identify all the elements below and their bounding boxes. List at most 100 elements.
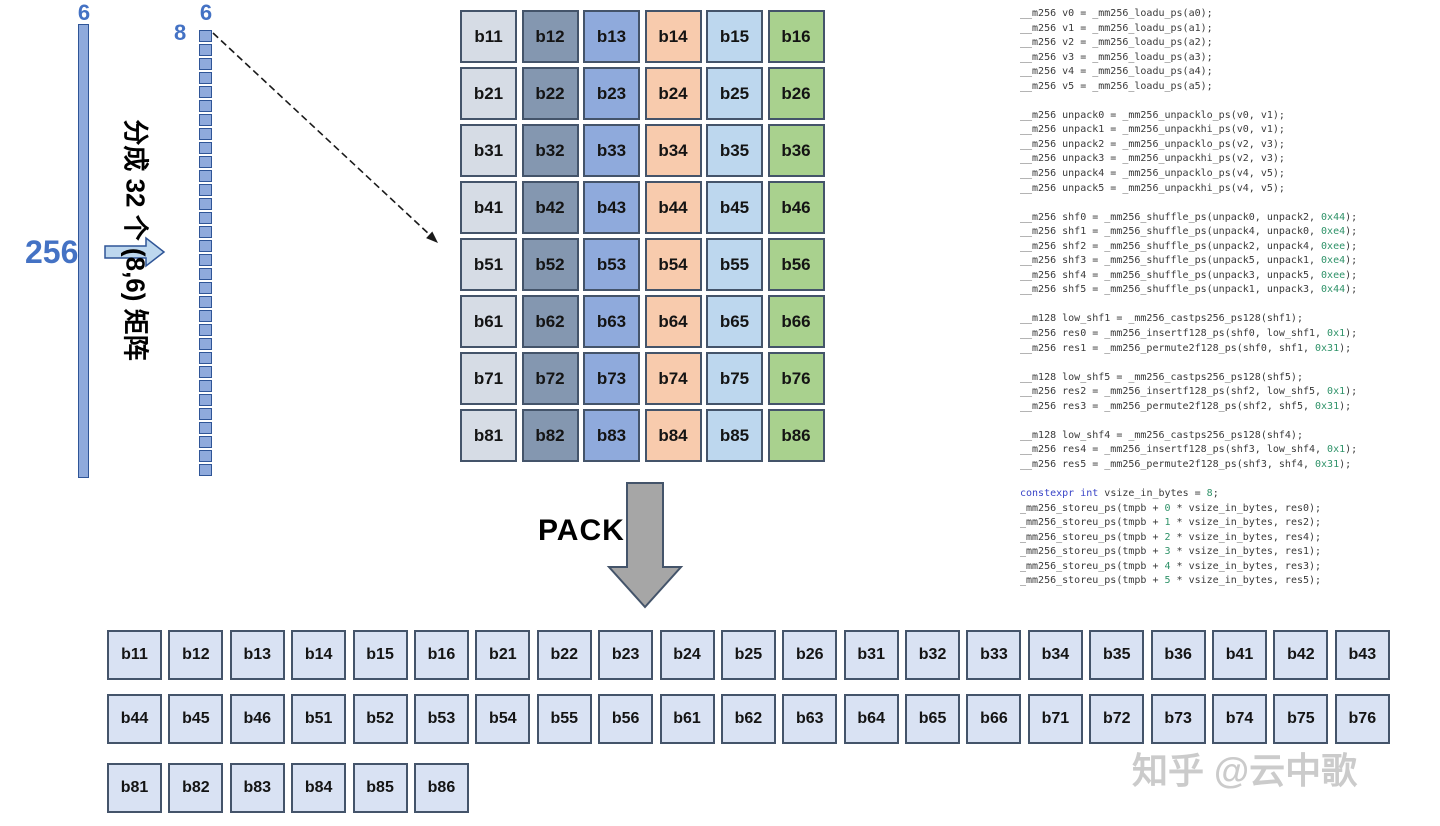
code-line: __m256 v2 = _mm256_loadu_ps(a2); bbox=[1020, 37, 1213, 49]
pack-label: PACK bbox=[538, 514, 625, 547]
code-line: __m256 v1 = _mm256_loadu_ps(a1); bbox=[1020, 22, 1213, 34]
matrix-cell-b25: b25 bbox=[706, 67, 763, 120]
code-line: constexpr int vsize_in_bytes = 8; bbox=[1020, 488, 1219, 500]
sub-block-square bbox=[199, 142, 212, 154]
packed-cell-b41: b41 bbox=[1212, 630, 1268, 680]
packed-cell-b23: b23 bbox=[598, 630, 654, 680]
matrix-cell-b82: b82 bbox=[521, 409, 579, 462]
sub-block-square bbox=[199, 58, 212, 70]
matrix-cell-b75: b75 bbox=[706, 352, 763, 405]
packed-cell-b75: b75 bbox=[1273, 694, 1329, 744]
packed-cell-b11: b11 bbox=[107, 630, 162, 680]
packed-cell-b22: b22 bbox=[536, 630, 592, 680]
split-right-arrow bbox=[104, 236, 166, 268]
matrix-cell-b36: b36 bbox=[767, 124, 825, 177]
matrix-cell-b84: b84 bbox=[644, 409, 702, 462]
matrix-cell-b81: b81 bbox=[460, 409, 517, 462]
packed-cell-b15: b15 bbox=[352, 630, 408, 680]
sub-block-square bbox=[199, 156, 212, 168]
packed-cell-b31: b31 bbox=[843, 630, 899, 680]
code-line: __m256 shf1 = _mm256_shuffle_ps(unpack4,… bbox=[1020, 226, 1358, 238]
sub-block-square bbox=[199, 86, 212, 98]
code-line: __m256 unpack2 = _mm256_unpacklo_ps(v2, … bbox=[1020, 138, 1285, 150]
code-line: __m128 low_shf5 = _mm256_castps256_ps128… bbox=[1020, 371, 1303, 383]
matrix-cell-b73: b73 bbox=[583, 352, 640, 405]
sub-block-square bbox=[199, 450, 212, 462]
matrix-cell-b64: b64 bbox=[644, 295, 702, 348]
code-line: __m256 shf4 = _mm256_shuffle_ps(unpack3,… bbox=[1020, 269, 1358, 281]
packed-cell-b54: b54 bbox=[475, 694, 531, 744]
column-side-label: 8 bbox=[174, 20, 187, 45]
packed-cell-b35: b35 bbox=[1089, 630, 1145, 680]
code-line: __m256 v5 = _mm256_loadu_ps(a5); bbox=[1020, 80, 1213, 92]
matrix-cell-b15: b15 bbox=[706, 10, 763, 63]
code-line: __m256 unpack4 = _mm256_unpacklo_ps(v4, … bbox=[1020, 168, 1285, 180]
matrix-cell-b21: b21 bbox=[460, 67, 517, 120]
packed-cell-b86: b86 bbox=[413, 763, 469, 813]
matrix-cell-b11: b11 bbox=[460, 10, 517, 63]
sub-block-square bbox=[199, 128, 212, 140]
matrix-cell-b66: b66 bbox=[767, 295, 825, 348]
sub-block-square bbox=[199, 324, 212, 336]
code-line: __m256 res5 = _mm256_permute2f128_ps(shf… bbox=[1020, 458, 1352, 470]
packed-cell-b55: b55 bbox=[536, 694, 592, 744]
matrix-cell-b51: b51 bbox=[460, 238, 517, 291]
code-line: __m256 v4 = _mm256_loadu_ps(a4); bbox=[1020, 66, 1213, 78]
sub-block-square bbox=[199, 464, 212, 476]
sub-block-square bbox=[199, 198, 212, 210]
matrix-cell-b74: b74 bbox=[644, 352, 702, 405]
sub-block-square bbox=[199, 226, 212, 238]
bar-top-label: 6 bbox=[77, 0, 91, 25]
sub-block-square bbox=[199, 380, 212, 392]
code-line: __m256 shf5 = _mm256_shuffle_ps(unpack1,… bbox=[1020, 284, 1358, 296]
code-line: __m256 shf3 = _mm256_shuffle_ps(unpack5,… bbox=[1020, 255, 1358, 267]
sub-block-square bbox=[199, 114, 212, 126]
dashed-pointer-line bbox=[212, 32, 431, 236]
matrix-cell-b83: b83 bbox=[583, 409, 640, 462]
code-line: __m256 unpack5 = _mm256_unpackhi_ps(v4, … bbox=[1020, 182, 1285, 194]
sub-block-square bbox=[199, 268, 212, 280]
packed-cell-b82: b82 bbox=[168, 763, 224, 813]
code-line: __m128 low_shf1 = _mm256_castps256_ps128… bbox=[1020, 313, 1303, 325]
matrix-cell-b22: b22 bbox=[521, 67, 579, 120]
matrix-cell-b72: b72 bbox=[521, 352, 579, 405]
sub-block-square bbox=[199, 170, 212, 182]
packed-cell-b81: b81 bbox=[107, 763, 162, 813]
matrix-cell-b13: b13 bbox=[583, 10, 640, 63]
packed-cell-b74: b74 bbox=[1212, 694, 1268, 744]
code-line: __m256 v3 = _mm256_loadu_ps(a3); bbox=[1020, 51, 1213, 63]
sub-block-square bbox=[199, 296, 212, 308]
code-line: __m256 unpack0 = _mm256_unpacklo_ps(v0, … bbox=[1020, 109, 1285, 121]
sub-block-square bbox=[199, 100, 212, 112]
code-line: __m128 low_shf4 = _mm256_castps256_ps128… bbox=[1020, 429, 1303, 441]
watermark: 知乎 @云中歌 bbox=[1132, 750, 1358, 791]
packed-cell-b12: b12 bbox=[168, 630, 224, 680]
packed-cell-b65: b65 bbox=[905, 694, 961, 744]
matrix-cell-b43: b43 bbox=[583, 181, 640, 234]
matrix-cell-b46: b46 bbox=[767, 181, 825, 234]
split-caption: 分成 32 个 (8,6) 矩阵 bbox=[120, 119, 151, 361]
packed-cell-b72: b72 bbox=[1089, 694, 1145, 744]
matrix-cell-b85: b85 bbox=[706, 409, 763, 462]
matrix-cell-b52: b52 bbox=[521, 238, 579, 291]
packed-cell-b36: b36 bbox=[1150, 630, 1206, 680]
packed-cell-b34: b34 bbox=[1027, 630, 1083, 680]
packed-cell-b63: b63 bbox=[782, 694, 838, 744]
code-line: __m256 unpack1 = _mm256_unpackhi_ps(v0, … bbox=[1020, 124, 1285, 136]
packed-cell-b83: b83 bbox=[229, 763, 285, 813]
dashed-pointer-arrowhead bbox=[426, 231, 438, 243]
sub-block-square bbox=[199, 408, 212, 420]
packed-cell-b21: b21 bbox=[475, 630, 531, 680]
sub-block-square bbox=[199, 394, 212, 406]
pack-down-arrow bbox=[606, 482, 684, 609]
sub-block-square bbox=[199, 422, 212, 434]
packed-cell-b43: b43 bbox=[1334, 630, 1390, 680]
bar-side-label: 256 bbox=[25, 234, 79, 270]
packed-cell-b32: b32 bbox=[905, 630, 961, 680]
code-line: _mm256_storeu_ps(tmpb + 0 * vsize_in_byt… bbox=[1020, 502, 1322, 514]
matrix-cell-b23: b23 bbox=[583, 67, 640, 120]
packed-cell-b62: b62 bbox=[720, 694, 776, 744]
packed-cell-b56: b56 bbox=[598, 694, 654, 744]
packed-cell-b26: b26 bbox=[782, 630, 838, 680]
